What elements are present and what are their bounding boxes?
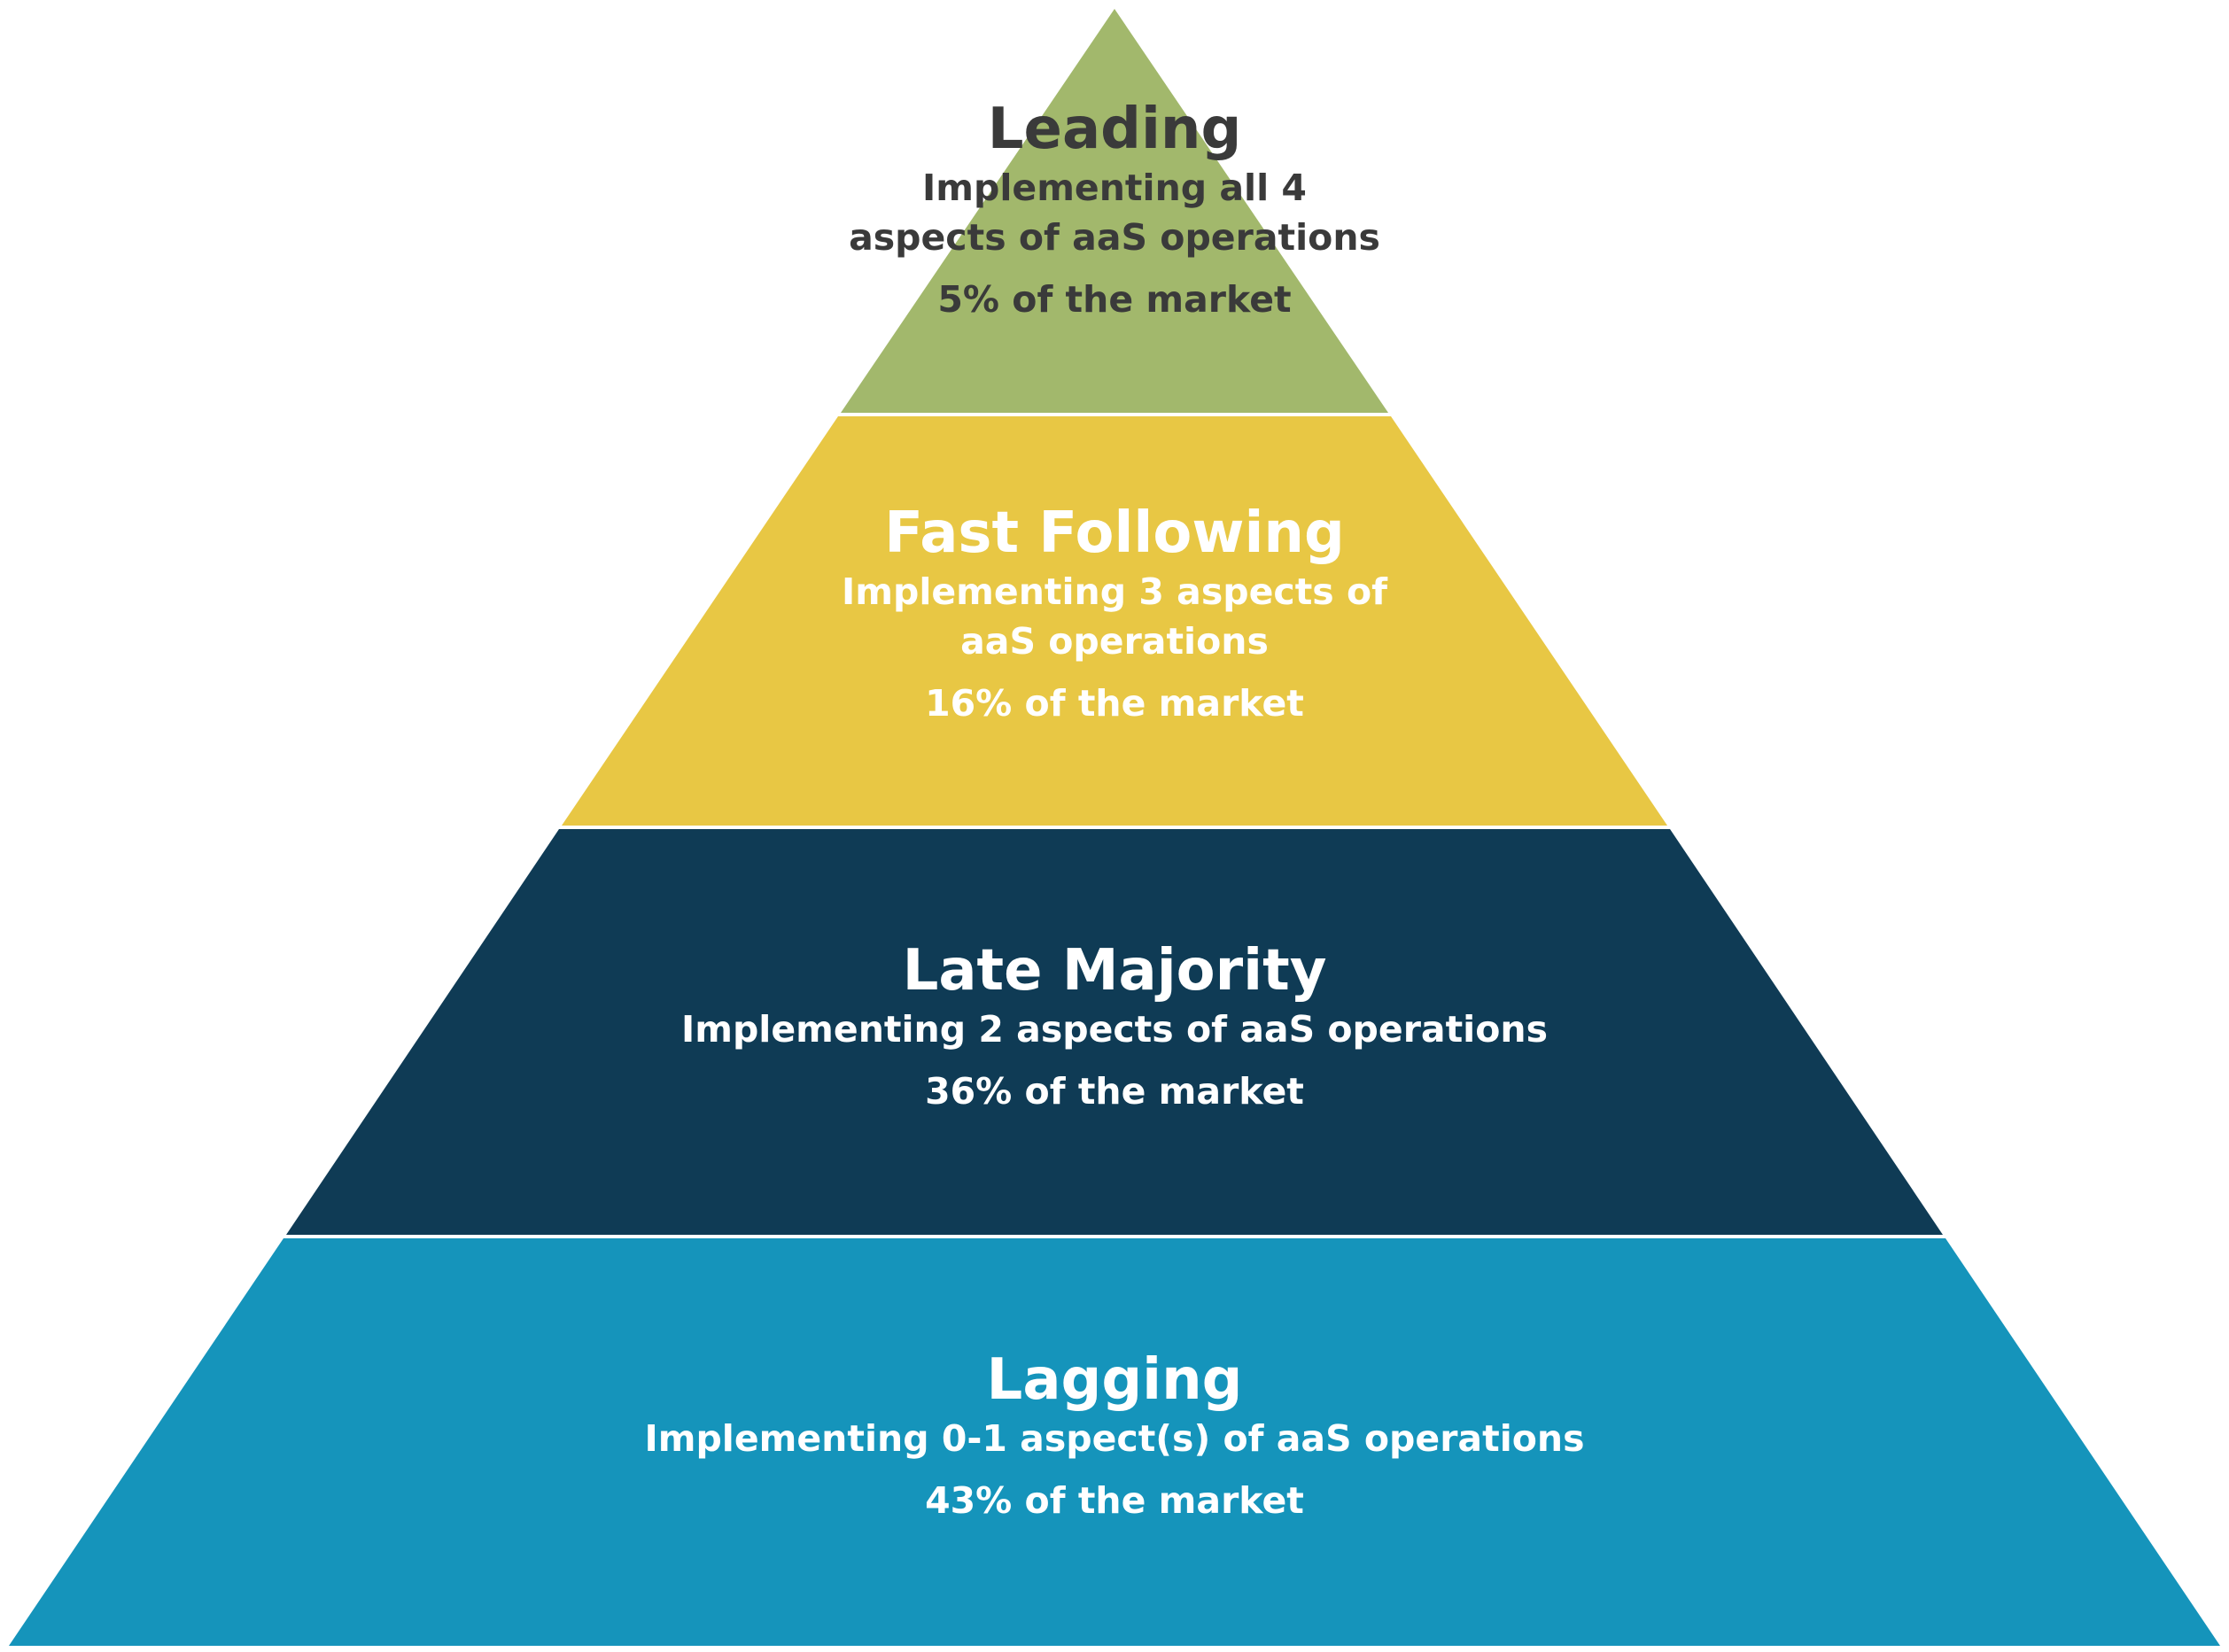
- tier-description: Implementing 0-1 aspect(s) of aaS operat…: [644, 1417, 1585, 1460]
- tier-fast-following: Fast Following Implementing 3 aspects of…: [0, 500, 2229, 728]
- tier-leading: Leading Implementing all 4 aspects of aa…: [0, 96, 2229, 324]
- tier-leading-shape: [841, 9, 1388, 413]
- tier-fast-following-shape: [562, 416, 1667, 826]
- tier-market-share: 36% of the market: [925, 1070, 1304, 1113]
- tier-title: Lagging: [986, 1347, 1243, 1413]
- tier-title: Leading: [987, 97, 1242, 162]
- tier-description: Implementing 3 aspects of aaS operations: [842, 570, 1387, 663]
- tier-market-share: 5% of the market: [937, 278, 1292, 321]
- tier-late-majority-shape: [286, 829, 1943, 1235]
- tier-lagging-shape: [9, 1238, 2220, 1646]
- tier-description: Implementing all 4 aspects of aaS operat…: [849, 167, 1380, 259]
- tier-market-share: 16% of the market: [925, 682, 1304, 725]
- tier-description: Implementing 2 aspects of aaS operations: [680, 1008, 1548, 1051]
- tier-lagging: Lagging Implementing 0-1 aspect(s) of aa…: [0, 1346, 2229, 1525]
- tier-late-majority: Late Majority Implementing 2 aspects of …: [0, 937, 2229, 1116]
- tier-market-share: 43% of the market: [925, 1479, 1304, 1522]
- tier-title: Fast Following: [884, 500, 1345, 566]
- tier-title: Late Majority: [902, 938, 1327, 1004]
